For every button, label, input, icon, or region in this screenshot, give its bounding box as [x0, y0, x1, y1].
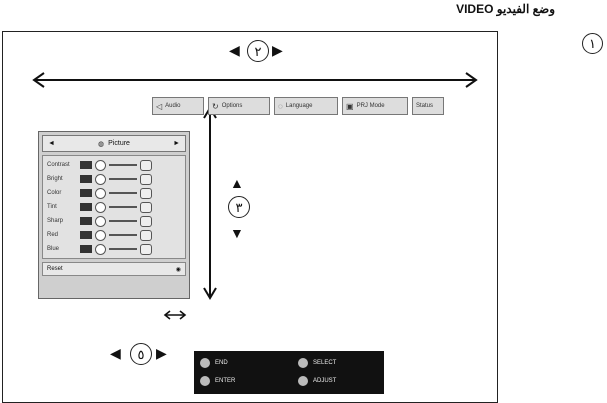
tab-audio[interactable]: ◁Audio [152, 97, 204, 115]
plus-icon [140, 159, 152, 171]
list-item[interactable]: Color [43, 186, 185, 200]
list-item[interactable]: Sharp [43, 214, 185, 228]
value-box [80, 217, 92, 225]
right-triangle-icon: ▶ [156, 345, 167, 361]
reset-icon: ◉ [175, 266, 181, 273]
help-exit: END [200, 358, 228, 368]
list-item[interactable]: Red [43, 228, 185, 242]
value-box [80, 231, 92, 239]
arrow-right-icon[interactable]: ► [173, 140, 180, 147]
plus-icon [140, 187, 152, 199]
picture-icon: ◍ [98, 140, 105, 148]
plus-icon [140, 243, 152, 255]
help-select: SELECT [298, 358, 336, 368]
list-item[interactable]: Bright [43, 172, 185, 186]
slider-track[interactable] [109, 234, 137, 236]
right-triangle-icon: ▶ [272, 42, 283, 58]
options-icon: ↻ [212, 101, 219, 111]
minus-icon [95, 187, 106, 199]
slider-track[interactable] [109, 164, 137, 166]
adjust-icon [298, 376, 308, 386]
list-item[interactable]: Contrast [43, 158, 185, 172]
minus-icon [95, 201, 106, 213]
speaker-icon: ◁ [156, 101, 163, 111]
tab-options[interactable]: ↻Options [208, 97, 270, 115]
value-box [80, 189, 92, 197]
help-adjust: ADJUST [298, 376, 336, 386]
minus-icon [95, 243, 106, 255]
left-triangle-icon: ◀ [110, 345, 121, 361]
slider-track[interactable] [109, 248, 137, 250]
tab-prj-mode[interactable]: ▣PRJ Mode [342, 97, 408, 115]
menu-tabs: ◁Audio ↻Options ◌Language ▣PRJ Mode Stat… [152, 97, 444, 115]
plus-icon [140, 173, 152, 185]
list-item[interactable]: Blue [43, 242, 185, 256]
enter-icon [200, 376, 210, 386]
minus-icon [95, 159, 106, 171]
plus-icon [140, 215, 152, 227]
minus-icon [95, 173, 106, 185]
adjustment-list: Contrast Bright Color Tint Sharp Red Blu… [42, 155, 186, 259]
slider-track[interactable] [109, 178, 137, 180]
down-triangle-icon: ▼ [230, 225, 244, 241]
callout-3: ٣ [228, 196, 250, 218]
up-triangle-icon: ▲ [230, 175, 244, 191]
picture-menu: ◄ ◍Picture ► Contrast Bright Color Tint … [38, 131, 190, 299]
arrow-left-icon[interactable]: ◄ [48, 140, 55, 147]
slider-track[interactable] [109, 220, 137, 222]
slider-track[interactable] [109, 192, 137, 194]
help-enter: ENTER [200, 376, 235, 386]
menu-header: ◄ ◍Picture ► [42, 135, 186, 152]
value-box [80, 161, 92, 169]
plus-icon [140, 201, 152, 213]
reset-button[interactable]: Reset◉ [42, 262, 186, 276]
value-box [80, 175, 92, 183]
list-item[interactable]: Tint [43, 200, 185, 214]
help-bar: END ENTER SELECT ADJUST [194, 351, 384, 394]
left-triangle-icon: ◀ [229, 42, 240, 58]
tab-language[interactable]: ◌Language [274, 97, 338, 115]
minus-icon [95, 215, 106, 227]
callout-5: ٥ [130, 343, 152, 365]
page-title: وضع الفيديو VIDEO [456, 2, 555, 16]
projector-icon: ▣ [346, 101, 354, 111]
value-box [80, 203, 92, 211]
exit-icon [200, 358, 210, 368]
value-box [80, 245, 92, 253]
speech-bubble-icon: ◌ [278, 101, 283, 111]
plus-icon [140, 229, 152, 241]
slider-track[interactable] [109, 206, 137, 208]
figure-number-badge: ١ [582, 33, 603, 54]
select-icon [298, 358, 308, 368]
callout-2: ٢ [247, 40, 269, 62]
tab-status[interactable]: Status [412, 97, 444, 115]
minus-icon [95, 229, 106, 241]
